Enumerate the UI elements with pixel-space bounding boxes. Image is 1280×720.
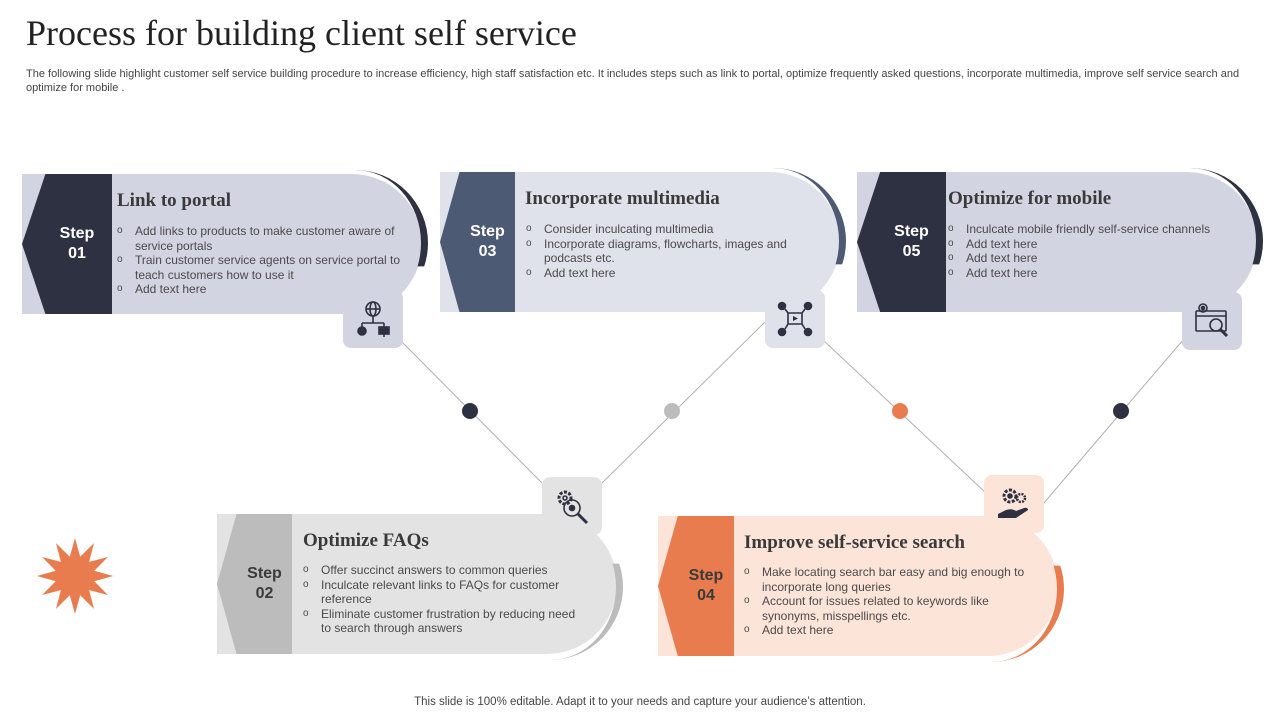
- list-item: Add text here: [117, 282, 407, 297]
- step-label: Step: [894, 223, 929, 240]
- browser-gear-search-icon: [1182, 292, 1242, 350]
- step-03-bullets: Consider inculcating multimedia Incorpor…: [526, 222, 796, 280]
- connector-line: [601, 321, 766, 484]
- step-02-badge: Step 02: [217, 514, 292, 654]
- step-02-bullets: Offer succinct answers to common queries…: [303, 563, 583, 636]
- connector-dot: [664, 403, 680, 419]
- step-label: Step: [688, 567, 724, 584]
- gear-search-icon: [542, 477, 602, 535]
- step-label: Step: [470, 223, 505, 240]
- step-01-bullets: Add links to products to make customer a…: [117, 224, 407, 297]
- step-05-badge: Step 05: [857, 172, 946, 312]
- list-item: Account for issues related to keywords l…: [744, 594, 1034, 623]
- list-item: Consider inculcating multimedia: [526, 222, 796, 237]
- step-number: 05: [902, 243, 921, 260]
- multimedia-network-icon: [765, 290, 825, 348]
- step-number: 04: [697, 587, 715, 604]
- step-04-card: Step 04 Improve self-service search Make…: [658, 516, 1064, 662]
- list-item: Add text here: [948, 251, 1228, 266]
- step-03-badge: Step 03: [440, 172, 515, 312]
- connector-dot: [1113, 403, 1129, 419]
- list-item: Incorporate diagrams, flowcharts, images…: [526, 237, 796, 266]
- step-label: Step: [247, 565, 282, 582]
- step-01-title: Link to portal: [117, 190, 232, 211]
- step-label: Step: [59, 225, 95, 242]
- connector-dot: [462, 403, 478, 419]
- list-item: Add text here: [948, 237, 1228, 252]
- step-02-card: Step 02 Optimize FAQs Offer succinct ans…: [217, 514, 623, 660]
- step-05-bullets: Inculcate mobile friendly self-service c…: [948, 222, 1228, 280]
- list-item: Add text here: [744, 623, 1034, 638]
- list-item: Train customer service agents on service…: [117, 253, 407, 282]
- slide-title: Process for building client self service: [26, 13, 577, 53]
- step-04-title: Improve self-service search: [744, 532, 965, 553]
- step-05-title: Optimize for mobile: [948, 188, 1112, 209]
- connector-line: [1042, 339, 1184, 505]
- list-item: Offer succinct answers to common queries: [303, 563, 583, 578]
- step-05-card: Step 05 Optimize for mobile Inculcate mo…: [857, 168, 1263, 312]
- list-item: Add text here: [526, 266, 796, 281]
- list-item: Inculcate mobile friendly self-service c…: [948, 222, 1228, 237]
- step-04-badge: Step 04: [658, 516, 734, 656]
- list-item: Eliminate customer frustration by reduci…: [303, 607, 583, 636]
- step-04-bullets: Make locating search bar easy and big en…: [744, 565, 1034, 638]
- slide-footer: This slide is 100% editable. Adapt it to…: [414, 696, 866, 708]
- starburst-icon: [37, 538, 113, 614]
- hand-gears-icon: [984, 475, 1044, 533]
- step-01-badge: Step 01: [22, 174, 112, 314]
- list-item: Make locating search bar easy and big en…: [744, 565, 1034, 594]
- list-item: Inculcate relevant links to FAQs for cus…: [303, 578, 583, 607]
- step-number: 03: [478, 243, 497, 260]
- step-03-title: Incorporate multimedia: [525, 188, 720, 209]
- step-02-title: Optimize FAQs: [303, 530, 429, 551]
- network-globe-icon: [343, 290, 403, 348]
- list-item: Add links to products to make customer a…: [117, 224, 407, 253]
- connector-dot: [892, 403, 908, 419]
- slide-subtitle: The following slide highlight customer s…: [26, 68, 1240, 94]
- step-number: 01: [68, 245, 86, 262]
- list-item: Add text here: [948, 266, 1228, 281]
- step-number: 02: [255, 585, 274, 602]
